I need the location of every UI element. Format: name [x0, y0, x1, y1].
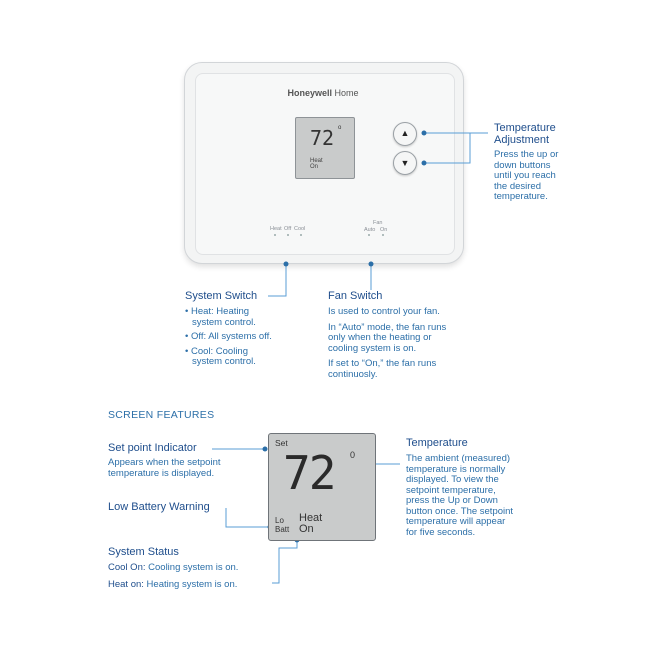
brand-suffix: Home — [334, 88, 359, 98]
large-lcd-status: Heat On — [299, 512, 323, 535]
brand-logo: Honeywell Home — [283, 88, 363, 98]
screen-features-heading: SCREEN FEATURES — [108, 409, 215, 421]
fan-switch-para-2: In “Auto” mode, the fan runs only when t… — [328, 321, 447, 354]
fan-switch-title: Fan Switch — [328, 290, 383, 302]
low-battery-title: Low Battery Warning — [108, 501, 210, 513]
temp-adjust-body-5: temperature. — [494, 191, 548, 202]
setpoint-title: Set point Indicator — [108, 442, 197, 454]
large-lcd-temp: 72 — [283, 446, 336, 500]
down-button[interactable]: ▼ — [393, 151, 417, 175]
system-switch-item-cool: • Cool: Cooling system control. — [185, 345, 256, 367]
large-lcd-lo-batt: Lo Batt — [275, 516, 290, 534]
temp-adjust-body-1: Press the up or — [494, 149, 559, 160]
system-switch-item-off: • Off: All systems off. — [185, 331, 272, 342]
large-lcd: Set 72 0 Lo Batt Heat On — [268, 433, 376, 541]
thermostat-lcd: 72 o Heat On — [295, 117, 355, 179]
fan-switch-para-3: If set to “On,” the fan runs continuosly… — [328, 358, 437, 380]
system-status-title: System Status — [108, 546, 179, 558]
fan-switch[interactable] — [368, 234, 388, 238]
temperature-title: Temperature — [406, 437, 468, 449]
system-status-callout: System Status Cool On: Cooling system is… — [108, 546, 278, 590]
lcd-degree: o — [338, 125, 342, 131]
lcd-status-on: On — [310, 164, 319, 170]
brand-name: Honeywell — [287, 88, 332, 98]
temp-adjust-body-2: down buttons — [494, 159, 551, 171]
mode-label-cool: Cool — [294, 226, 306, 232]
chevron-up-icon: ▲ — [400, 128, 410, 138]
temp-adjust-body-4: the desired — [494, 180, 542, 192]
large-lcd-set: Set — [275, 438, 288, 448]
thermostat-body — [184, 62, 464, 264]
temp-adjust-body-3: until you reach — [494, 170, 556, 181]
temp-adjust-title-2: Adjustment — [494, 134, 550, 146]
temp-adjust-title-1: Temperature — [494, 122, 556, 134]
fan-switch-callout: Fan Switch Is used to control your fan. … — [328, 290, 488, 380]
fan-switch-para-1: Is used to control your fan. — [328, 306, 440, 317]
setpoint-callout: Set point Indicator Appears when the set… — [108, 442, 268, 479]
system-status-cool: Cool On: Cooling system is on. — [108, 562, 239, 573]
lcd-status-heat: Heat — [310, 158, 323, 164]
lcd-temp: 72 — [310, 126, 335, 150]
chevron-down-icon: ▼ — [400, 158, 410, 168]
temp-adjust-callout: Temperature Adjustment Press the up or d… — [494, 122, 634, 203]
system-switch-title: System Switch — [185, 290, 258, 302]
up-button[interactable]: ▲ — [393, 122, 417, 146]
temperature-callout: Temperature The ambient (measured) tempe… — [406, 437, 556, 538]
system-switch-item-heat: • Heat: Heating system control. — [185, 306, 256, 328]
mode-switch[interactable] — [274, 234, 304, 238]
fan-label: Fan — [373, 220, 383, 226]
system-switch-callout: System Switch • Heat: Heating system con… — [185, 290, 315, 368]
fan-label-auto: Auto — [364, 227, 376, 233]
mode-label-off: Off — [284, 226, 292, 232]
large-lcd-degree: 0 — [350, 450, 356, 460]
system-status-heat: Heat on: Heating system is on. — [108, 578, 238, 590]
mode-label-heat: Heat — [270, 226, 282, 232]
fan-label-on: On — [380, 227, 388, 233]
